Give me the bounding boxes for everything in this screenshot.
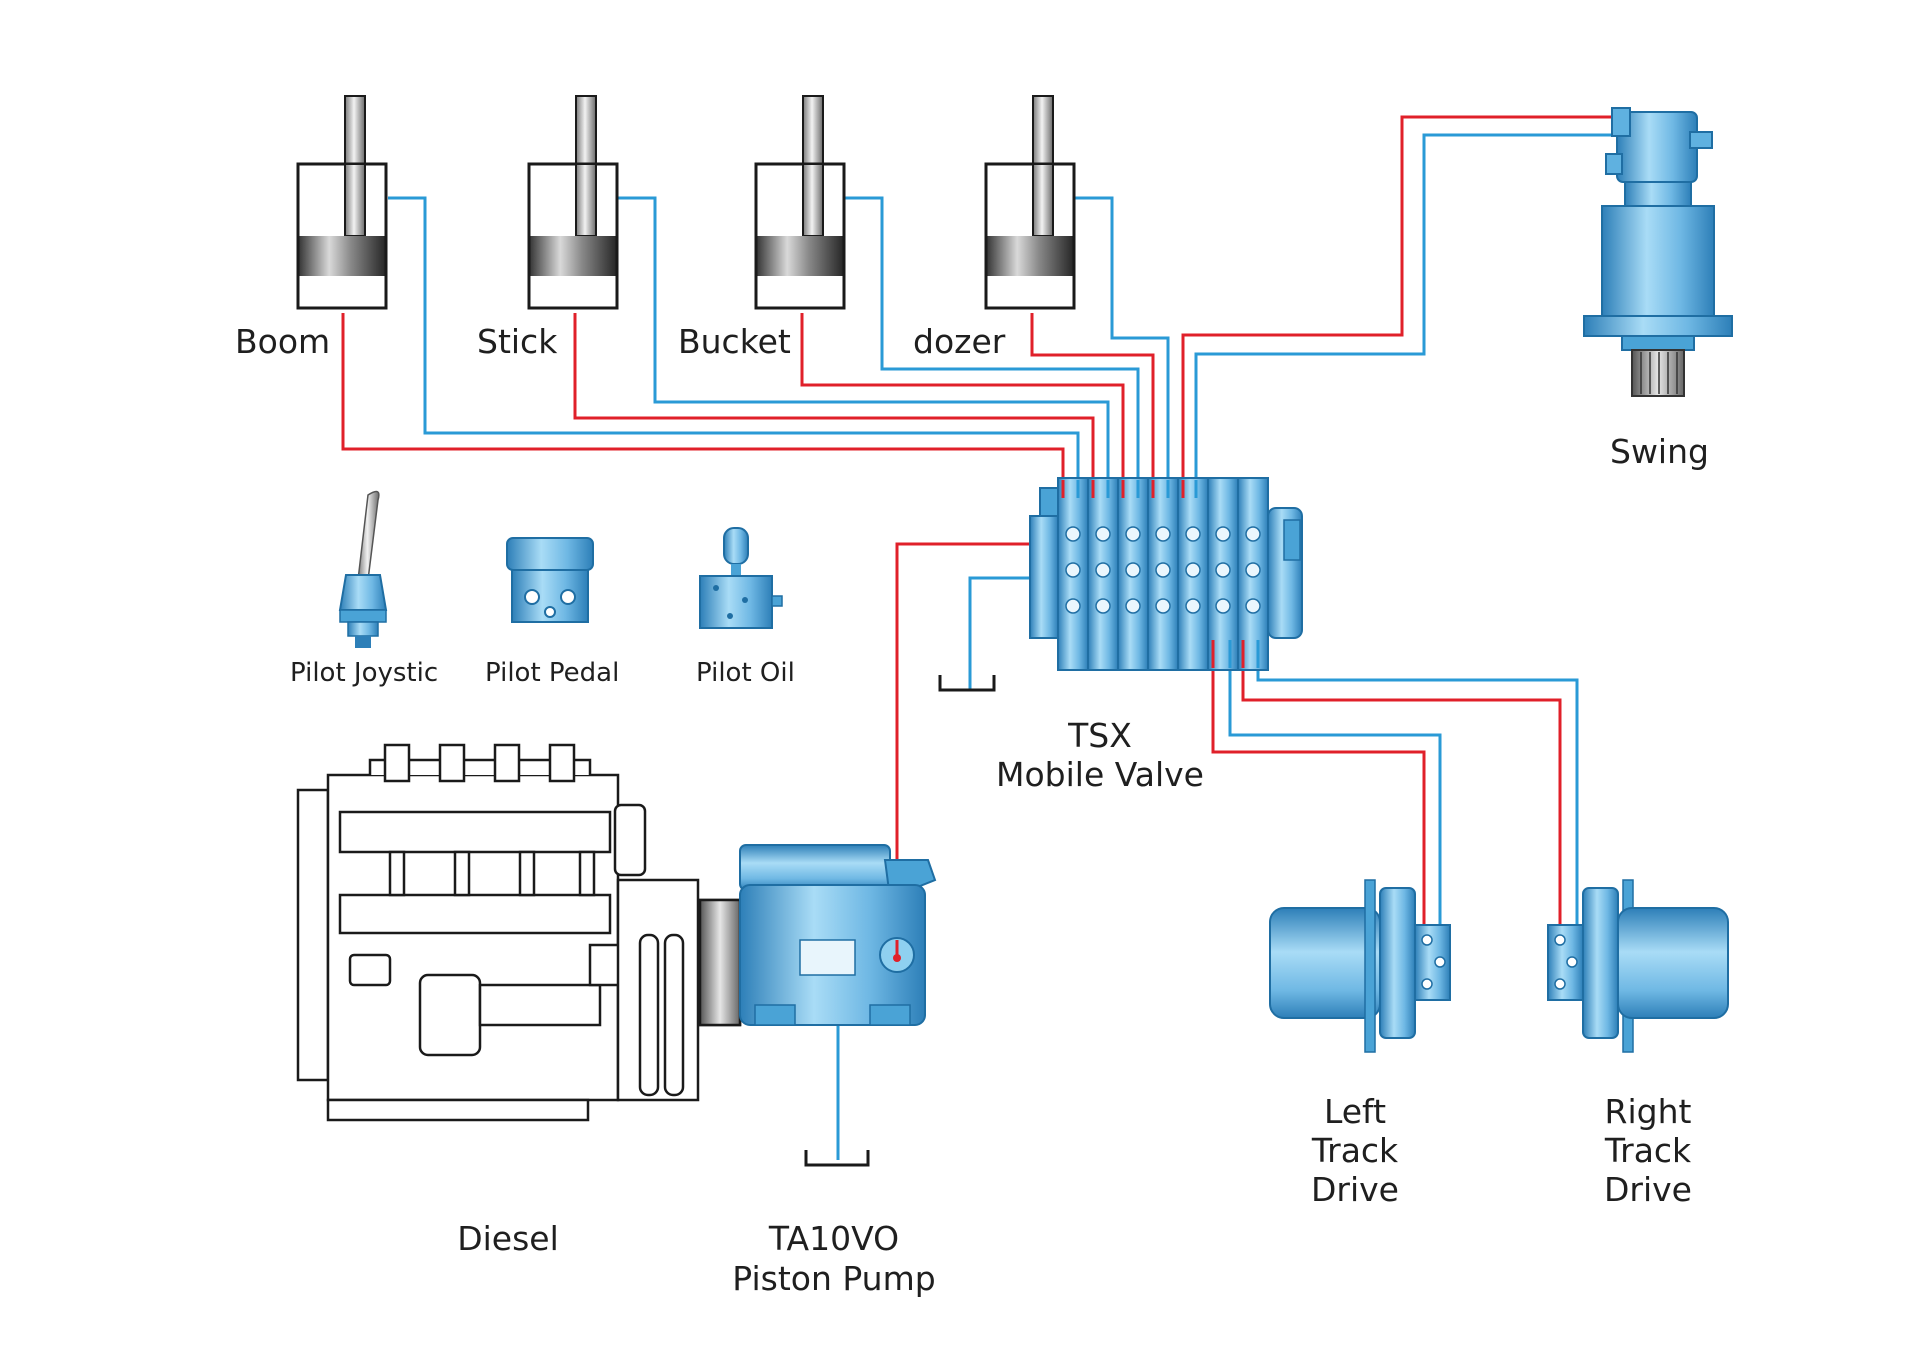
right-track-drive-icon xyxy=(1547,879,1729,1053)
swing-label: Swing xyxy=(1610,432,1709,471)
pilot-oil-icon xyxy=(699,527,783,629)
right-track-pressure-line xyxy=(1241,660,1562,925)
valve-tank-symbol xyxy=(938,675,996,692)
pilot-oil-label: Pilot Oil xyxy=(696,658,795,688)
boom-return-line xyxy=(388,196,1080,480)
piston-pump-icon xyxy=(739,844,937,1026)
left-track-drive-icon xyxy=(1269,879,1451,1053)
left-track-label-line2: Track xyxy=(1311,1131,1399,1170)
pump-tank-symbol xyxy=(804,1150,870,1167)
pump-pressure-line xyxy=(895,542,1055,950)
right-track-label-line2: Track xyxy=(1604,1131,1692,1170)
left-track-label-line3: Drive xyxy=(1311,1170,1399,1209)
stick-label: Stick xyxy=(477,322,558,361)
cylinder-boom xyxy=(296,95,388,310)
left-track-pressure-line xyxy=(1211,660,1426,925)
left-track-label-line1: Left xyxy=(1324,1092,1386,1131)
stick-pressure-line xyxy=(573,313,1095,480)
diesel-label: Diesel xyxy=(457,1219,559,1258)
dozer-pressure-line xyxy=(1030,313,1155,480)
cylinder-bucket xyxy=(754,95,846,310)
pilot-pedal-icon xyxy=(506,537,594,623)
bucket-return-line xyxy=(845,196,1140,480)
boom-pressure-line xyxy=(341,313,1065,480)
swing-pressure-line xyxy=(1181,115,1611,480)
pump-label-line2: Piston Pump xyxy=(732,1259,935,1298)
pilot-joystick-icon xyxy=(338,490,388,648)
right-track-label-line1: Right xyxy=(1605,1092,1692,1131)
right-track-label-line3: Drive xyxy=(1604,1170,1692,1209)
bucket-label: Bucket xyxy=(678,322,791,361)
boom-label: Boom xyxy=(235,322,330,361)
cylinder-dozer xyxy=(984,95,1076,310)
pump-label-line1: TA10VO xyxy=(768,1219,899,1258)
dozer-return-line xyxy=(1075,196,1170,480)
valve-label-line2: Mobile Valve xyxy=(996,755,1204,794)
pilot-joystick-label: Pilot Joystic xyxy=(290,658,438,688)
dozer-label: dozer xyxy=(913,322,1006,361)
left-track-return-line xyxy=(1228,660,1442,925)
stick-return-line xyxy=(618,196,1110,480)
tank-symbols xyxy=(804,675,996,1167)
cylinder-stick xyxy=(527,95,619,310)
hydraulic-lines xyxy=(341,115,1611,1160)
swing-motor-icon xyxy=(1583,107,1733,397)
tsx-mobile-valve-icon xyxy=(1029,477,1303,671)
diesel-engine-icon xyxy=(296,743,742,1122)
swing-return-line xyxy=(1194,133,1611,480)
pilot-pedal-label: Pilot Pedal xyxy=(485,658,619,688)
bucket-pressure-line xyxy=(800,313,1125,480)
pump-pressure-port xyxy=(893,940,901,962)
valve-label-line1: TSX xyxy=(1067,716,1132,755)
valve-tank-line xyxy=(968,576,1055,690)
